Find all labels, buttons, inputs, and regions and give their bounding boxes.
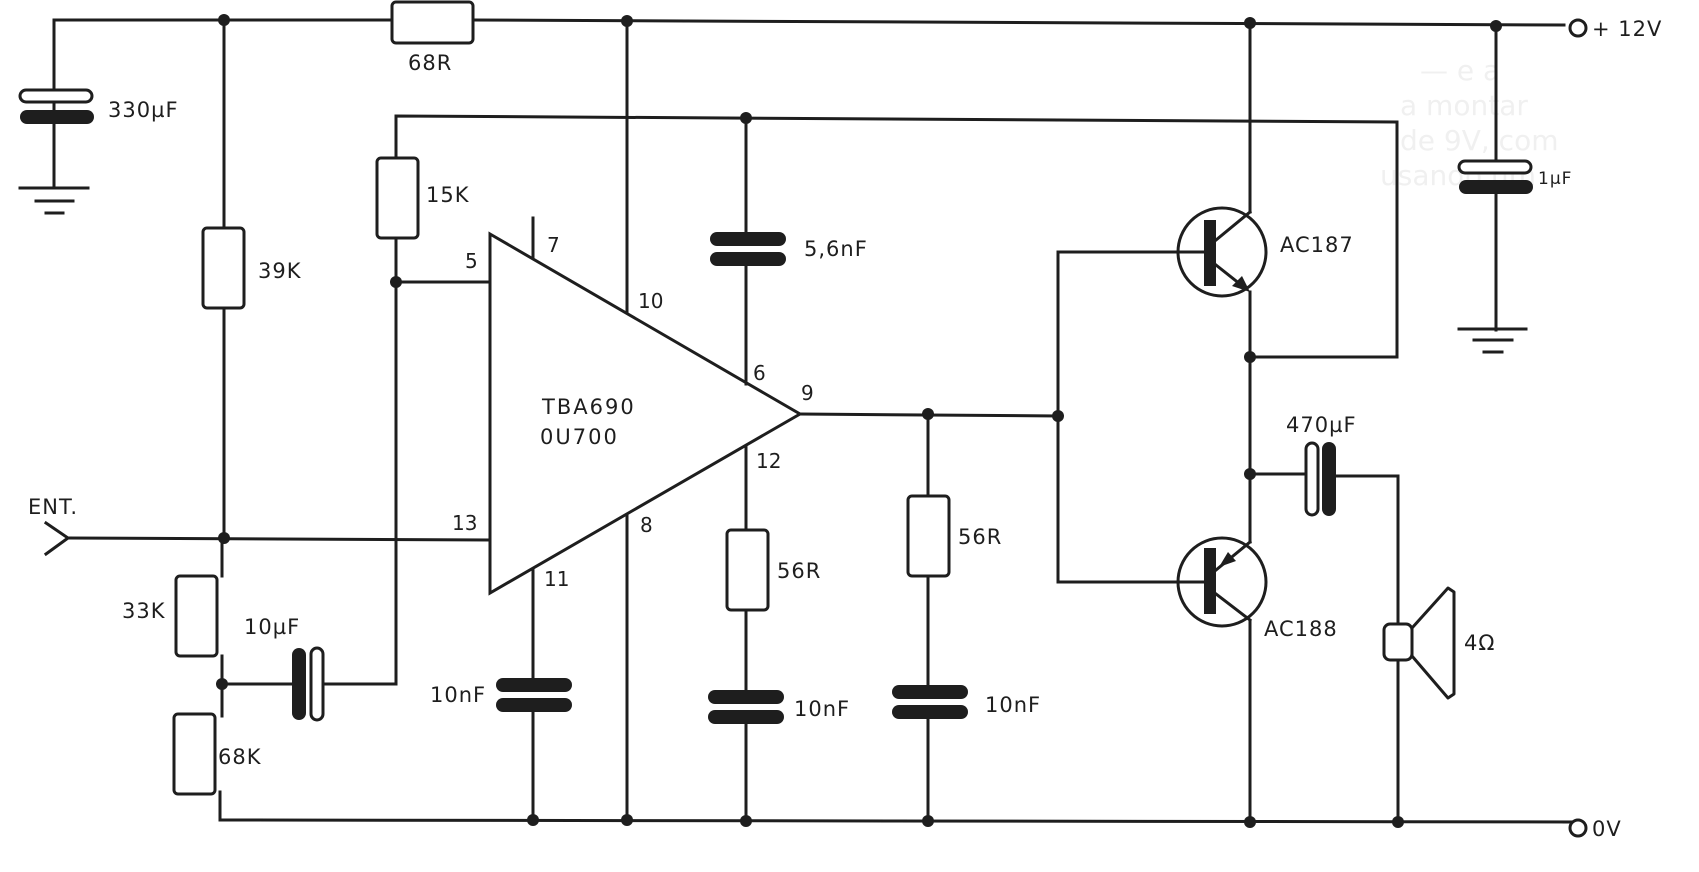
- label-1uf: 1µF: [1538, 169, 1572, 189]
- label-15k: 15K: [426, 183, 470, 207]
- junction-dot: [218, 532, 230, 544]
- pin-label-10: 10: [638, 289, 663, 313]
- junction-dot: [218, 14, 230, 26]
- label-470uf: 470µF: [1286, 413, 1357, 437]
- pin-label-5: 5: [465, 249, 478, 273]
- capacitor-10uf: [292, 646, 325, 722]
- resistor-68k: [172, 712, 217, 796]
- junction-dot: [1244, 17, 1256, 29]
- capacitor-10nf-a: [496, 678, 572, 712]
- junction-dot: [740, 112, 752, 124]
- speaker-icon: [1382, 586, 1456, 700]
- junction-dot: [1244, 468, 1256, 480]
- junction-dot: [922, 815, 934, 827]
- resistor-56r-a: [725, 528, 770, 612]
- label-330uf: 330µF: [108, 98, 179, 122]
- capacitor-10nf-b: [708, 690, 784, 724]
- ground-symbol-left: [18, 186, 90, 215]
- junction-dot: [216, 678, 228, 690]
- junction-dot: [1244, 351, 1256, 363]
- label-10nf-c: 10nF: [985, 693, 1041, 717]
- pin-label-12: 12: [756, 449, 781, 473]
- wire-base-q1: [1056, 250, 1182, 418]
- wire-feedback-rail: [394, 114, 1399, 359]
- junction-dot: [621, 814, 633, 826]
- wires: [52, 18, 1582, 824]
- resistor-33k: [174, 574, 219, 658]
- label-10uf: 10µF: [244, 615, 300, 639]
- resistor-15k: [375, 156, 420, 240]
- capacitor-470uf: [1304, 441, 1336, 517]
- capacitor-10nf-c: [892, 685, 968, 719]
- pin-label-6: 6: [753, 361, 766, 385]
- pin-label-7: 7: [547, 233, 560, 257]
- wire-supply-rail-right: [471, 18, 1566, 27]
- transistor-ac188: [1176, 536, 1268, 628]
- wire-input: [66, 536, 492, 542]
- resistor-39k: [201, 226, 246, 310]
- wire-470u-right: [1334, 474, 1400, 824]
- wire-68k-bottom: [218, 790, 1582, 824]
- label-56r-a: 56R: [777, 559, 821, 583]
- wire-supply-rail: [52, 18, 392, 117]
- pin-label-11: 11: [544, 567, 569, 591]
- label-ac188: AC188: [1264, 617, 1338, 641]
- ground-terminal[interactable]: [1568, 818, 1588, 838]
- label-10nf-b: 10nF: [794, 697, 850, 721]
- resistor-56r-b: [906, 494, 951, 578]
- junction-dot: [1244, 816, 1256, 828]
- svg-text:— e a: — e a: [1420, 54, 1500, 87]
- label-33k: 33K: [122, 599, 166, 623]
- junction-dot: [527, 814, 539, 826]
- junction-dot: [1392, 816, 1404, 828]
- label-68r: 68R: [408, 51, 452, 75]
- label-39k: 39K: [258, 259, 302, 283]
- wire-base-q2: [1056, 414, 1182, 584]
- svg-text:a montar: a montar: [1400, 89, 1528, 122]
- transistor-ac187: [1176, 206, 1268, 298]
- junction-dot: [1052, 410, 1064, 422]
- label-speaker-impedance: 4Ω: [1464, 631, 1495, 655]
- junction-dot: [740, 815, 752, 827]
- junction-dot: [922, 408, 934, 420]
- label-input: ENT.: [28, 495, 78, 519]
- pin-label-8: 8: [640, 513, 653, 537]
- label-68k: 68K: [218, 745, 262, 769]
- ground-symbol-right: [1457, 327, 1528, 354]
- ic-amplifier-symbol: [488, 231, 803, 596]
- svg-text:de 9V, com: de 9V, com: [1400, 124, 1558, 157]
- ic-part-number-alt: 0U700: [540, 425, 619, 449]
- label-10nf-a: 10nF: [430, 683, 486, 707]
- label-5n6f: 5,6nF: [804, 237, 868, 261]
- input-connector-icon[interactable]: [43, 520, 71, 557]
- resistor-68r: [390, 0, 475, 45]
- pin-label-13: 13: [452, 511, 477, 535]
- junction-dot: [390, 276, 402, 288]
- supply-terminal[interactable]: [1568, 18, 1588, 38]
- ic-part-number: TBA690: [541, 395, 636, 419]
- label-ac187: AC187: [1280, 233, 1354, 257]
- label-supply: + 12V: [1592, 17, 1662, 41]
- junction-dots: [216, 14, 1502, 828]
- junction-dot: [1490, 20, 1502, 32]
- capacitor-330uf: [18, 88, 94, 124]
- capacitor-5n6f: [710, 232, 786, 266]
- capacitor-1uf: [1457, 159, 1533, 194]
- label-56r-b: 56R: [958, 525, 1002, 549]
- junction-dot: [621, 15, 633, 27]
- label-ground: 0V: [1592, 817, 1622, 841]
- pin-label-9: 9: [801, 381, 814, 405]
